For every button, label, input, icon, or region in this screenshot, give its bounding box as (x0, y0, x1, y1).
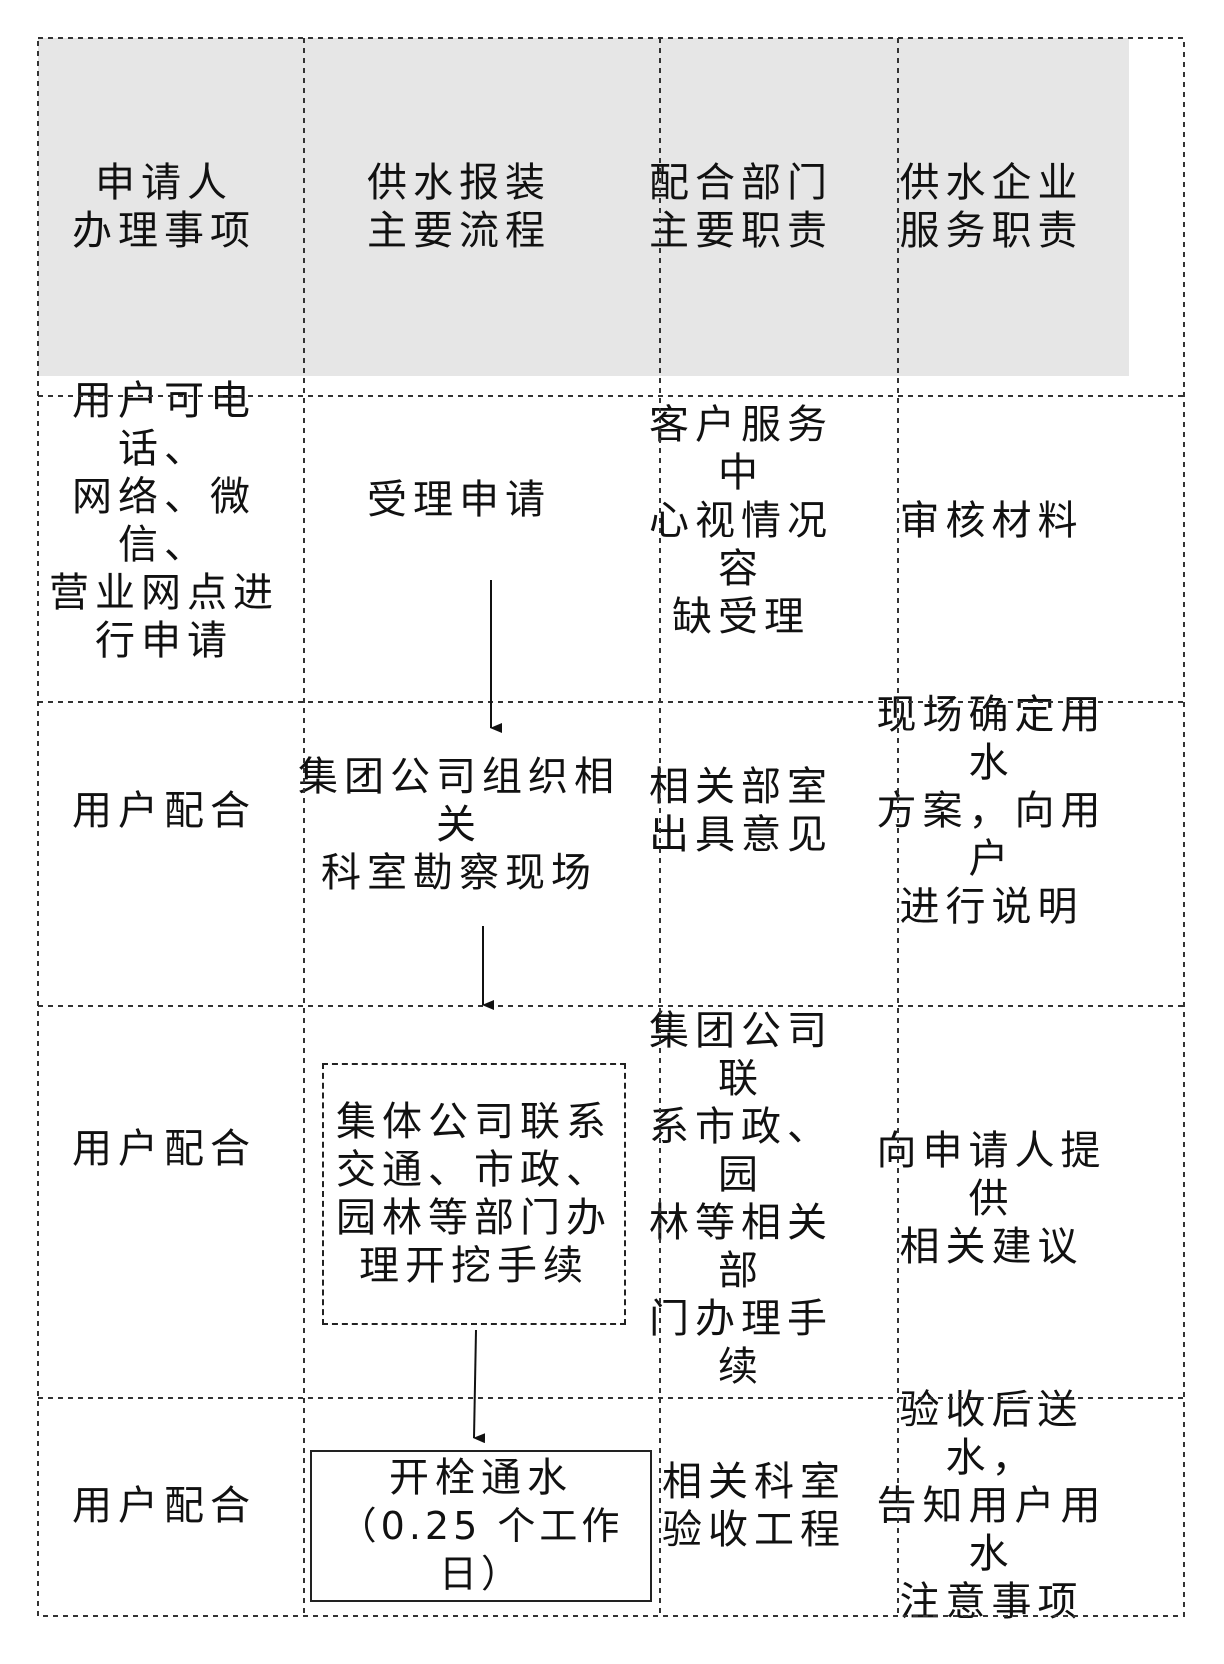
header-cell-enterprise: 供水企业 服务职责 (854, 38, 1129, 376)
header-applicant-label: 申请人 办理事项 (72, 160, 256, 254)
row3-department-text: 集团公司联 系市政、园 林等相关部 门办理手续 (649, 1008, 833, 1390)
header-department-label: 配合部门 主要职责 (649, 160, 833, 254)
row2-process-cell: 集团公司组织相关 科室勘察现场 (290, 754, 628, 896)
row4-process-note: （0.25 个工作日） (338, 1504, 624, 1596)
row4-department-text: 相关科室 验收工程 (662, 1459, 846, 1553)
row1-applicant-text: 用户可电话、 网络、微信、 营业网点进 行申请 (49, 378, 279, 664)
row3-process-box: 集体公司联系 交通、市政、 园林等部门办 理开挖手续 (322, 1063, 626, 1325)
row1-enterprise-text: 审核材料 (899, 498, 1084, 544)
header-cell-department: 配合部门 主要职责 (628, 38, 854, 376)
row3-department-cell: 集团公司联 系市政、园 林等相关部 门办理手续 (628, 956, 854, 1442)
row1-department-cell: 客户服务中 心视情况容 缺受理 (628, 376, 854, 666)
row3-process-text: 集体公司联系 交通、市政、 园林等部门办 理开挖手续 (336, 1099, 612, 1289)
row4-enterprise-cell: 验收后送水， 告知用户用水 注意事项 (854, 1387, 1129, 1625)
row1-department-text: 客户服务中 心视情况容 缺受理 (649, 402, 833, 640)
row3-enterprise-text: 向申请人提供 相关建议 (876, 1128, 1107, 1270)
row1-process-cell: 受理申请 (290, 470, 628, 530)
row2-department-text: 相关部室 出具意见 (649, 764, 833, 858)
row4-applicant-text: 用户配合 (72, 1483, 256, 1529)
row3-applicant-text: 用户配合 (72, 1126, 256, 1172)
row2-department-cell: 相关部室 出具意见 (628, 666, 854, 956)
row2-applicant-text: 用户配合 (72, 788, 256, 834)
row2-process-text: 集团公司组织相关 科室勘察现场 (298, 754, 620, 896)
row2-enterprise-text: 现场确定用水 方案，向用户 进行说明 (876, 692, 1107, 930)
row4-department-cell: 相关科室 验收工程 (654, 1396, 854, 1616)
row4-applicant-cell: 用户配合 (38, 1396, 290, 1616)
row1-process-text: 受理申请 (367, 477, 551, 523)
header-enterprise-label: 供水企业 服务职责 (899, 160, 1084, 254)
row4-process-text: 开栓通水 (389, 1455, 573, 1501)
header-process-label: 供水报装 主要流程 (367, 160, 551, 254)
row4-enterprise-text: 验收后送水， 告知用户用水 注意事项 (876, 1387, 1107, 1625)
row3-enterprise-cell: 向申请人提供 相关建议 (854, 956, 1129, 1442)
row3-applicant-cell: 用户配合 (38, 956, 290, 1342)
table-outer-border (37, 37, 1185, 1617)
row2-enterprise-cell: 现场确定用水 方案，向用户 进行说明 (854, 666, 1129, 956)
row2-applicant-cell: 用户配合 (38, 666, 290, 956)
row1-applicant-cell: 用户可电话、 网络、微信、 营业网点进 行申请 (38, 376, 290, 666)
header-cell-process: 供水报装 主要流程 (290, 38, 628, 376)
row1-enterprise-cell: 审核材料 (854, 376, 1129, 666)
arrow-3 (473, 1329, 486, 1444)
header-cell-applicant: 申请人 办理事项 (38, 38, 290, 376)
row4-process-box: 开栓通水 （0.25 个工作日） (310, 1450, 652, 1602)
